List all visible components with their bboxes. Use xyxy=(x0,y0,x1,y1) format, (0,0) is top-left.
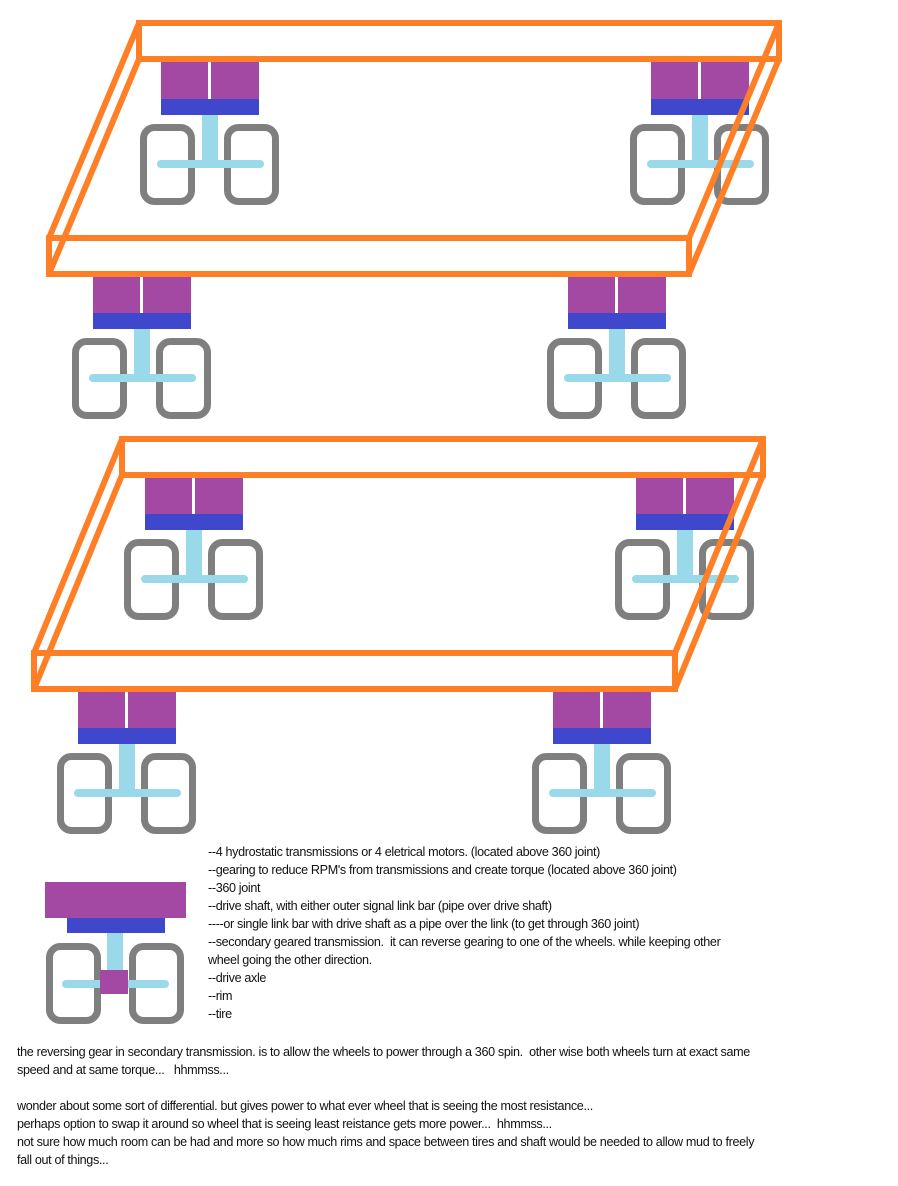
wheel-module xyxy=(532,691,671,834)
motor-block xyxy=(45,882,186,918)
drive-shaft xyxy=(186,530,202,577)
motor-divider xyxy=(125,691,128,731)
frame-left-side xyxy=(46,21,142,240)
note-line: not sure how much room can be had and mo… xyxy=(17,1135,755,1149)
legend-line: --gearing to reduce RPM's from transmiss… xyxy=(208,863,677,877)
drive-axle xyxy=(647,160,754,168)
component-legend: --4 hydrostatic transmissions or 4 eletr… xyxy=(208,843,721,1023)
drive-shaft xyxy=(202,115,218,162)
gearing-block xyxy=(161,99,259,115)
wheel-module xyxy=(124,477,263,620)
note-line: the reversing gear in secondary transmis… xyxy=(17,1045,750,1059)
wheel-module xyxy=(547,276,686,419)
frame-right-side-lower xyxy=(686,57,782,276)
gearing-block xyxy=(553,728,651,744)
frame-back-rail xyxy=(136,20,782,62)
motor-divider xyxy=(208,62,211,102)
legend-line: --tire xyxy=(208,1007,232,1021)
drive-shaft xyxy=(692,115,708,162)
note-line: speed and at same torque... hhmmss... xyxy=(17,1063,229,1077)
frame-right-side xyxy=(686,21,782,240)
frame-right-side-lower xyxy=(672,473,766,691)
legend-line: --4 hydrostatic transmissions or 4 eletr… xyxy=(208,845,600,859)
motor-divider xyxy=(615,276,618,316)
note-line: fall out of things... xyxy=(17,1153,109,1167)
drive-axle xyxy=(89,374,196,382)
chassis-frame xyxy=(31,436,766,692)
frame-right-side xyxy=(672,437,766,655)
gearing-block xyxy=(78,728,176,744)
frame-left-side-lower xyxy=(46,57,142,276)
drive-axle xyxy=(74,789,181,797)
legend-line: --360 joint xyxy=(208,881,261,895)
motor-divider xyxy=(600,691,603,731)
gearing-block xyxy=(93,313,191,329)
frame-left-side xyxy=(31,437,125,655)
legend-wheel-module xyxy=(45,882,186,1024)
note-line: wonder about some sort of differential. … xyxy=(17,1099,593,1113)
secondary-transmission xyxy=(100,970,128,994)
note-line xyxy=(17,1079,754,1097)
drive-axle xyxy=(549,789,656,797)
drive-axle xyxy=(564,374,671,382)
chassis-frame xyxy=(46,20,782,277)
motor-divider xyxy=(140,276,143,316)
frame-back-rail xyxy=(119,436,766,478)
legend-line: --secondary geared transmission. it can … xyxy=(208,935,721,949)
drive-axle xyxy=(632,575,739,583)
motor-divider xyxy=(192,477,195,517)
frame-front-rail xyxy=(46,235,692,277)
legend-line: --rim xyxy=(208,989,233,1003)
drive-shaft xyxy=(609,329,625,376)
drive-axle xyxy=(141,575,248,583)
wheel-module xyxy=(57,691,196,834)
legend-line: ----or single link bar with drive shaft … xyxy=(208,917,640,931)
legend-line: --drive axle xyxy=(208,971,267,985)
motor-divider xyxy=(683,477,686,517)
gearing-block xyxy=(636,514,734,530)
wheel-module xyxy=(72,276,211,419)
design-notes: the reversing gear in secondary transmis… xyxy=(17,1043,755,1169)
drive-shaft xyxy=(677,530,693,577)
legend-line: --drive shaft, with either outer signal … xyxy=(208,899,552,913)
motor-divider xyxy=(698,62,701,102)
gearing-block xyxy=(67,918,165,933)
drive-axle xyxy=(157,160,264,168)
frame-front-rail xyxy=(31,650,678,692)
gearing-block xyxy=(568,313,666,329)
frame-left-side-lower xyxy=(31,473,125,691)
drive-shaft xyxy=(107,933,123,973)
note-line: perhaps option to swap it around so whee… xyxy=(17,1117,552,1131)
wheel-module xyxy=(615,477,754,620)
gearing-block xyxy=(651,99,749,115)
drive-shaft xyxy=(134,329,150,376)
gearing-block xyxy=(145,514,243,530)
drive-shaft xyxy=(594,744,610,791)
drive-shaft xyxy=(119,744,135,791)
wheel-module xyxy=(140,62,279,205)
legend-line: wheel going the other direction. xyxy=(208,953,372,967)
